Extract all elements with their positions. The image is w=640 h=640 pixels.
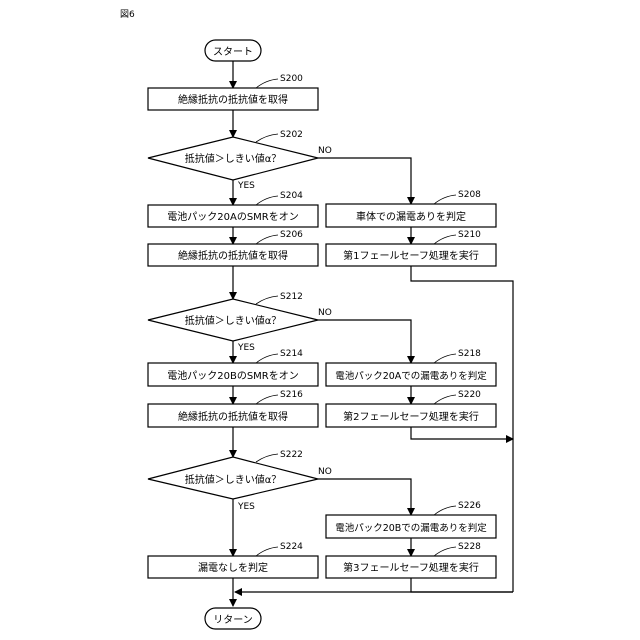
step-s200-text: 絶縁抵抗の抵抗値を取得: [178, 93, 288, 106]
decision-s202-no: NO: [318, 146, 332, 156]
decision-s222: 抵抗値＞しきい値α？ S222 YES NO: [148, 450, 332, 512]
decision-s222-id: S222: [280, 450, 303, 460]
end-terminal: リターン: [205, 608, 261, 629]
decision-s222-no: NO: [318, 467, 332, 477]
step-s228-id: S228: [458, 542, 481, 552]
step-s226-id: S226: [458, 501, 481, 511]
step-s218-text: 電池パック20Aでの漏電ありを判定: [335, 370, 487, 382]
step-s210-id: S210: [458, 230, 481, 240]
step-s200-id: S200: [280, 74, 303, 84]
decision-s202-text: 抵抗値＞しきい値α？: [185, 152, 282, 165]
step-s226-text: 電池パック20Bでの漏電ありを判定: [335, 522, 487, 534]
decision-s212-text: 抵抗値＞しきい値α？: [185, 314, 282, 327]
decision-s212-id: S212: [280, 292, 303, 302]
decision-s222-text: 抵抗値＞しきい値α？: [185, 473, 282, 486]
decision-s202-yes: YES: [237, 181, 255, 191]
step-s214-id: S214: [280, 349, 303, 359]
step-s224-id: S224: [280, 542, 303, 552]
step-s216-id: S216: [280, 390, 303, 400]
step-s206-text: 絶縁抵抗の抵抗値を取得: [178, 249, 288, 262]
step-s208-id: S208: [458, 190, 481, 200]
figure-label: 図6: [120, 9, 135, 20]
step-s214-text: 電池パック20BのSMRをオン: [167, 369, 299, 382]
step-s220-text: 第2フェールセーフ処理を実行: [343, 410, 479, 423]
step-s210-text: 第1フェールセーフ処理を実行: [343, 249, 479, 262]
decision-s202-id: S202: [280, 130, 303, 140]
step-s220-id: S220: [458, 390, 481, 400]
step-s206-id: S206: [280, 230, 303, 240]
decision-s212-no: NO: [318, 308, 332, 318]
step-s204-text: 電池パック20AのSMRをオン: [167, 210, 299, 223]
step-s228-text: 第3フェールセーフ処理を実行: [343, 561, 479, 574]
decision-s202: 抵抗値＞しきい値α？ S202 YES NO: [148, 130, 332, 191]
step-s224-text: 漏電なしを判定: [198, 561, 268, 574]
decision-s212-yes: YES: [237, 343, 255, 353]
start-terminal: スタート: [205, 40, 261, 61]
step-s208-text: 車体での漏電ありを判定: [356, 210, 466, 223]
start-label: スタート: [213, 46, 253, 58]
step-s218-id: S218: [458, 349, 481, 359]
decision-s212: 抵抗値＞しきい値α？ S212 YES NO: [148, 292, 332, 353]
end-label: リターン: [213, 614, 253, 626]
step-s204-id: S204: [280, 191, 303, 201]
decision-s222-yes: YES: [237, 502, 255, 512]
step-s216-text: 絶縁抵抗の抵抗値を取得: [178, 410, 288, 423]
